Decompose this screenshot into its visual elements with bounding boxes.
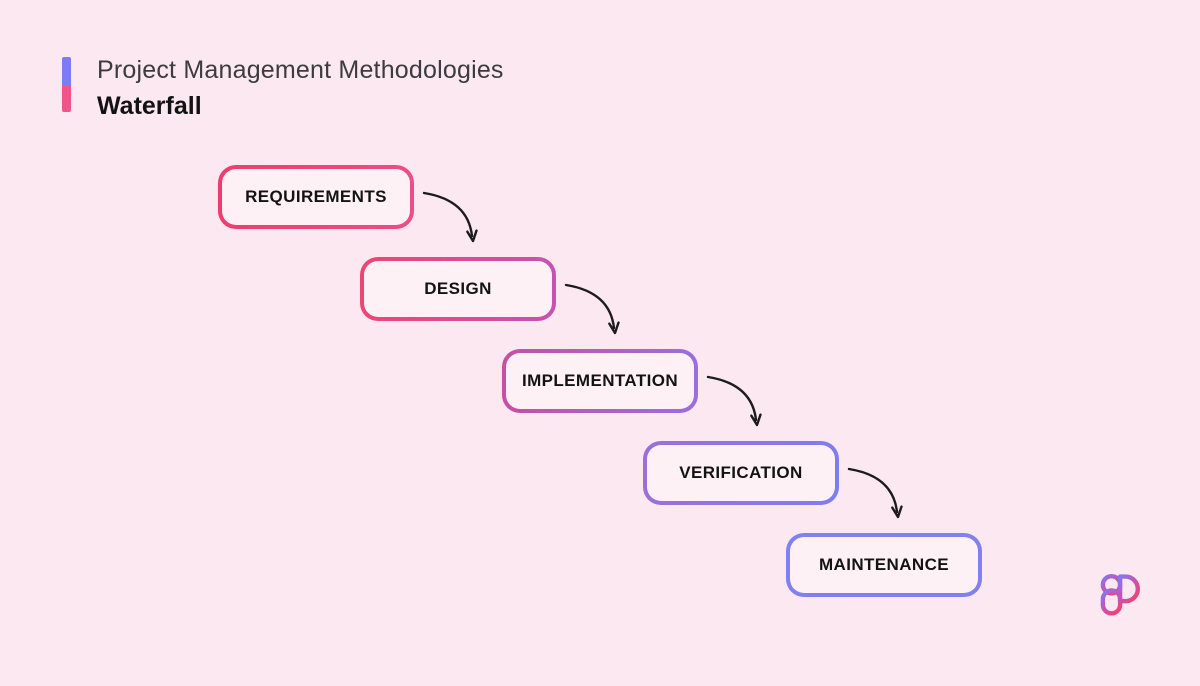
stage-node-design: DESIGN bbox=[360, 257, 556, 321]
accent-bar-bottom bbox=[62, 84, 71, 112]
stage-node-verification: VERIFICATION bbox=[643, 441, 839, 505]
title-accent-bar bbox=[62, 57, 71, 112]
arrow-requirements-to-design bbox=[422, 191, 478, 243]
logo-p-shape bbox=[1117, 574, 1140, 604]
arrow-implementation-to-verification bbox=[706, 375, 762, 427]
accent-bar-top bbox=[62, 57, 71, 85]
arrow-design-to-implementation bbox=[564, 283, 620, 335]
arrow-verification-to-maintenance bbox=[847, 467, 903, 519]
stage-label: MAINTENANCE bbox=[818, 555, 949, 574]
page-title: Project Management Methodologies bbox=[97, 56, 504, 84]
brand-logo-icon bbox=[1097, 571, 1143, 620]
stage-node-implementation: IMPLEMENTATION bbox=[502, 349, 698, 413]
stage-label: REQUIREMENTS bbox=[245, 187, 387, 206]
stage-node-maintenance: MAINTENANCE bbox=[786, 533, 982, 597]
stage-label: VERIFICATION bbox=[679, 463, 803, 482]
stage-label: IMPLEMENTATION bbox=[521, 371, 679, 390]
logo-capsule-shape bbox=[1100, 588, 1123, 616]
stage-label: DESIGN bbox=[424, 279, 492, 298]
stage-node-requirements: REQUIREMENTS bbox=[218, 165, 414, 229]
page-subtitle: Waterfall bbox=[97, 92, 202, 120]
title-block: Project Management Methodologies Waterfa… bbox=[97, 55, 504, 121]
header: Project Management Methodologies Waterfa… bbox=[62, 55, 504, 121]
